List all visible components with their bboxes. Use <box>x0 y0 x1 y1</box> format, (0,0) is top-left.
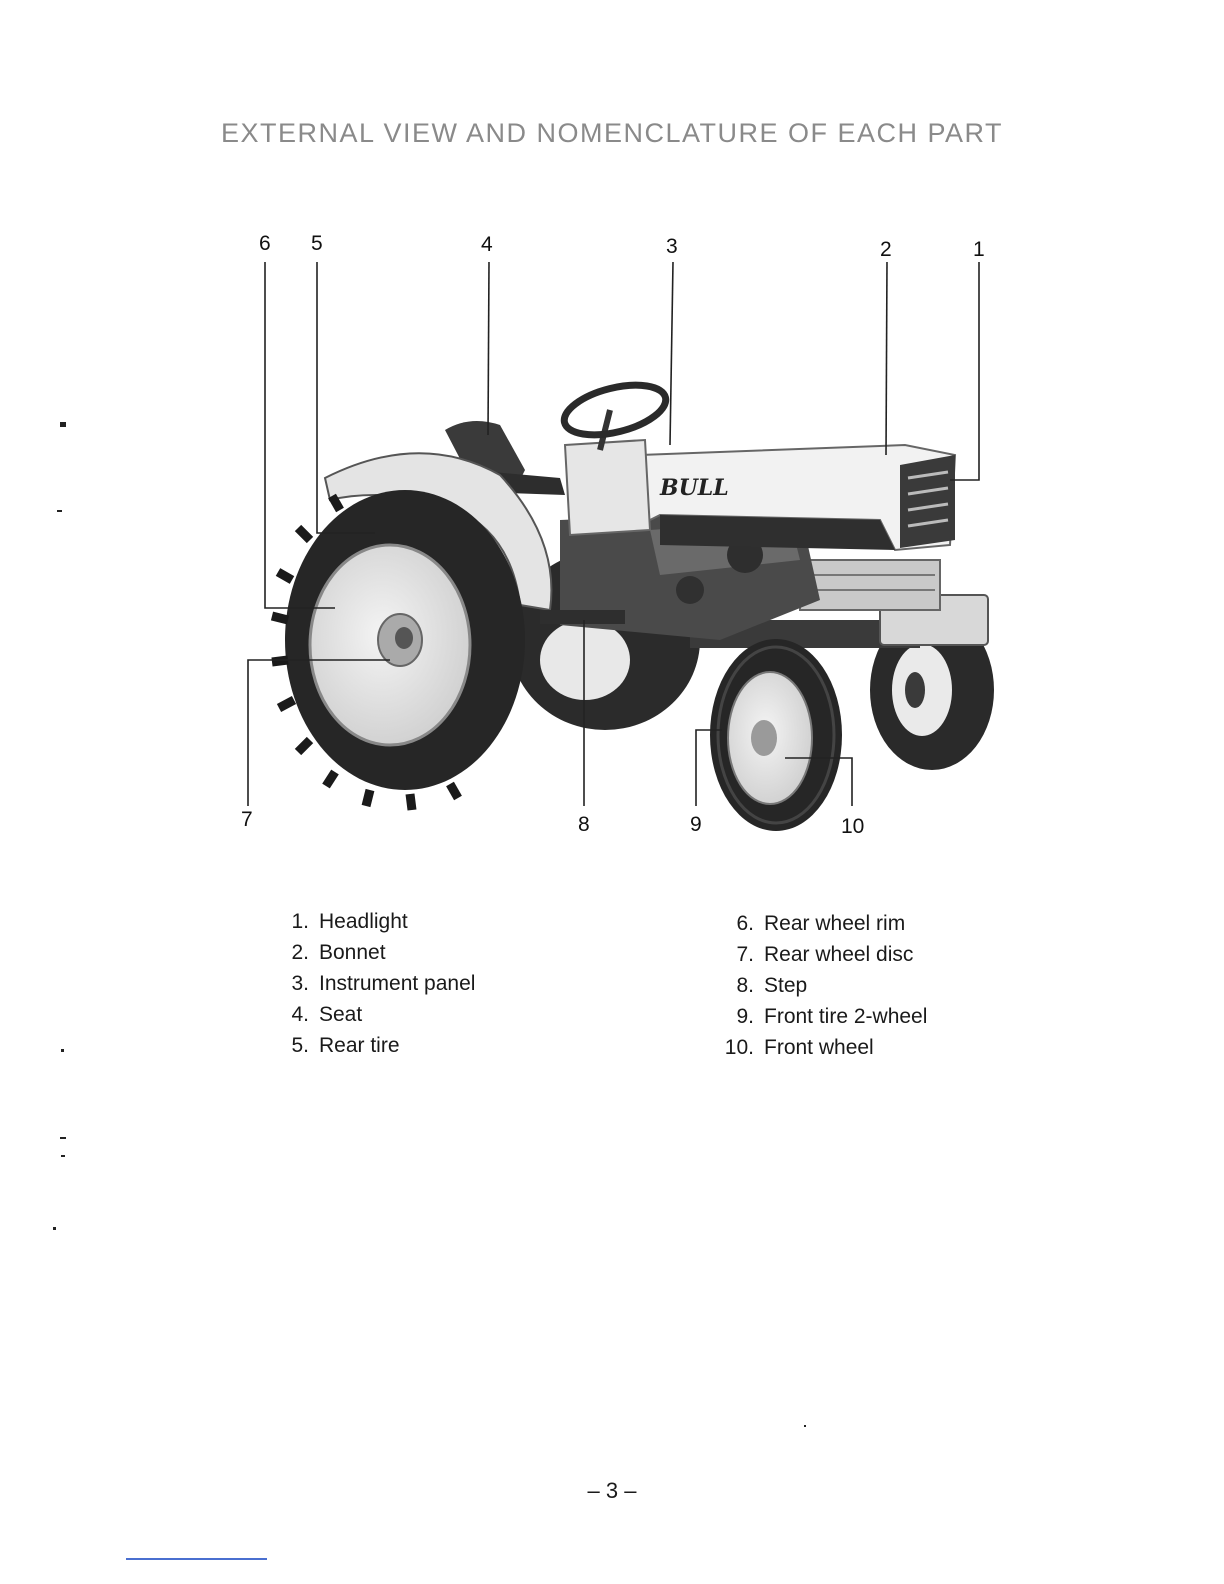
legend-number: 9. <box>718 1001 754 1032</box>
scan-speck <box>60 1137 66 1139</box>
legend-item: 4. Seat <box>285 999 475 1030</box>
legend-label: Rear wheel disc <box>764 939 913 970</box>
legend-right: 6. Rear wheel rim 7. Rear wheel disc 8. Ste… <box>718 908 927 1063</box>
legend-number: 7. <box>718 939 754 970</box>
scan-speck <box>57 510 62 512</box>
legend-number: 8. <box>718 970 754 1001</box>
brand-badge: BULL <box>659 475 729 501</box>
callout-2: 2 <box>880 238 892 262</box>
headlight <box>900 455 955 548</box>
legend-item: 10. Front wheel <box>718 1032 927 1063</box>
scan-speck <box>53 1227 56 1230</box>
callout-1: 1 <box>973 238 985 262</box>
scan-speck <box>61 1155 65 1157</box>
scan-speck <box>60 422 66 427</box>
page-number: – 3 – <box>0 1478 1224 1504</box>
legend-number: 1. <box>285 906 309 937</box>
scan-speck <box>804 1425 806 1427</box>
legend-item: 2. Bonnet <box>285 937 475 968</box>
callout-6: 6 <box>259 232 271 256</box>
legend-item: 8. Step <box>718 970 927 1001</box>
scan-speck <box>61 1049 64 1052</box>
legend-number: 6. <box>718 908 754 939</box>
legend-number: 4. <box>285 999 309 1030</box>
legend-number: 2. <box>285 937 309 968</box>
legend-number: 3. <box>285 968 309 999</box>
callout-9: 9 <box>690 813 702 837</box>
legend-label: Seat <box>319 999 362 1030</box>
legend-item: 5. Rear tire <box>285 1030 475 1061</box>
legend-label: Step <box>764 970 807 1001</box>
legend-label: Instrument panel <box>319 968 475 999</box>
legend-label: Rear wheel rim <box>764 908 905 939</box>
rear-tire <box>272 490 525 810</box>
callout-7: 7 <box>241 808 253 832</box>
legend-item: 9. Front tire 2-wheel <box>718 1001 927 1032</box>
callout-10: 10 <box>841 815 864 839</box>
callout-4: 4 <box>481 233 493 257</box>
tractor-figure: BULL <box>0 0 1224 880</box>
step <box>540 610 625 624</box>
legend-item: 3. Instrument panel <box>285 968 475 999</box>
legend-label: Bonnet <box>319 937 386 968</box>
callout-8: 8 <box>578 813 590 837</box>
legend-number: 10. <box>718 1032 754 1063</box>
legend-number: 5. <box>285 1030 309 1061</box>
legend-item: 7. Rear wheel disc <box>718 939 927 970</box>
callout-5: 5 <box>311 232 323 256</box>
legend-left: 1.Headlight 2.Bonnet 3.Instrument panel … <box>285 906 475 1061</box>
legend-item: 6. Rear wheel rim <box>718 908 927 939</box>
legend-label: Headlight <box>319 906 408 937</box>
footer-rule <box>126 1558 267 1560</box>
front-wheel <box>710 639 842 831</box>
legend-label: Front tire 2-wheel <box>764 1001 927 1032</box>
legend-item: 1. Headlight <box>285 906 475 937</box>
legend-label: Front wheel <box>764 1032 874 1063</box>
legend-label: Rear tire <box>319 1030 400 1061</box>
callout-3: 3 <box>666 235 678 259</box>
